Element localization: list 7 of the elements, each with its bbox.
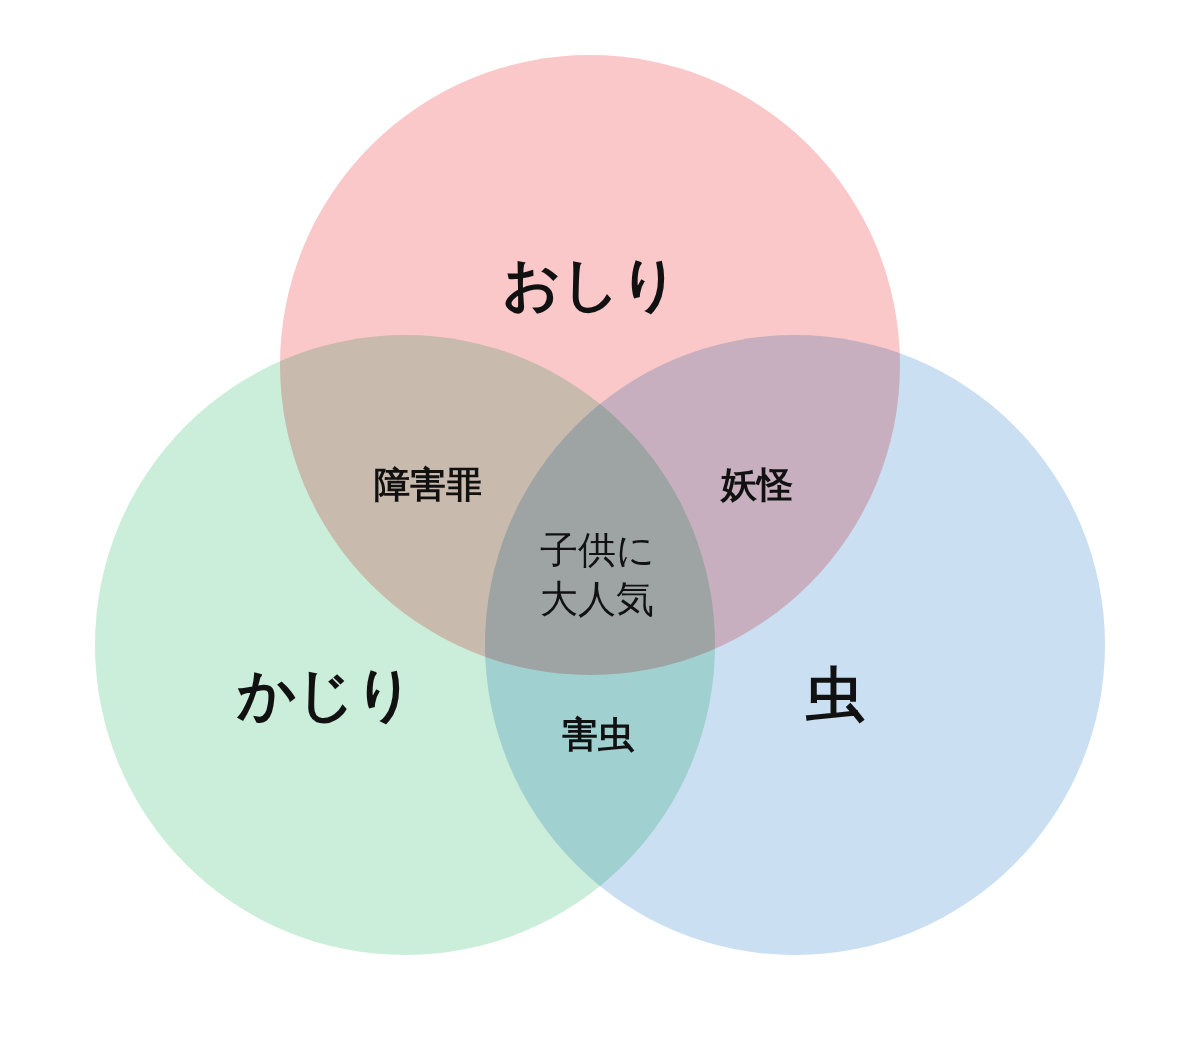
set-label: 虫 xyxy=(806,659,864,730)
set-label: かじり xyxy=(236,659,414,730)
set-label: おしり xyxy=(501,249,679,320)
overlap-label: 子供に大人気 xyxy=(538,526,656,623)
overlap-label: 妖怪 xyxy=(721,462,793,507)
overlap-label: 障害罪 xyxy=(374,462,482,507)
overlap-label: 害虫 xyxy=(562,712,634,757)
